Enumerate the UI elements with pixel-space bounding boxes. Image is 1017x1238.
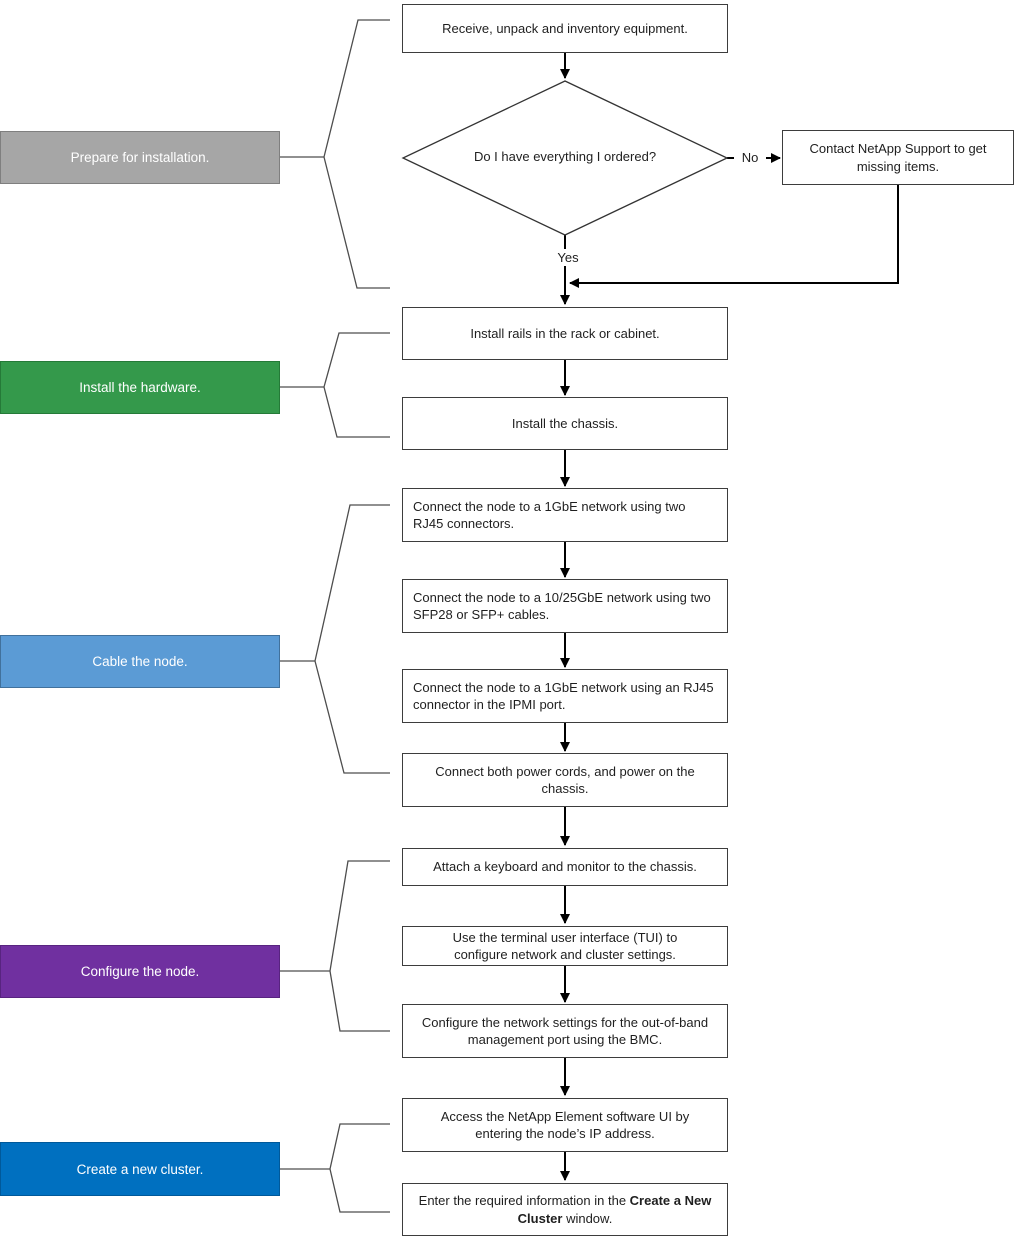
step-contact-support-text: Contact NetApp Support to get missing it… [809, 141, 987, 174]
step-enter-cluster-info-text: Enter the required information in the Cr… [412, 1192, 718, 1227]
step-install-chassis: Install the chassis. [402, 397, 728, 450]
step-contact-support: Contact NetApp Support to get missing it… [782, 130, 1014, 185]
decision-diamond [401, 80, 729, 236]
step-use-tui-text: Use the terminal user interface (TUI) to… [452, 929, 678, 963]
bracket-hardware [280, 332, 390, 438]
phase-box-prepare: Prepare for installation. [0, 131, 280, 184]
step-connect-power: Connect both power cords, and power on t… [402, 753, 728, 807]
decision-question: Do I have everything I ordered? [473, 149, 657, 164]
enter-info-prefix: Enter the required information in the [418, 1193, 630, 1208]
step-connect-10-25gbe-text: Connect the node to a 10/25GbE network u… [413, 589, 711, 623]
step-access-element-ui-text: Access the NetApp Element software UI by… [440, 1108, 690, 1142]
step-install-rails: Install rails in the rack or cabinet. [402, 307, 728, 360]
step-configure-bmc-text: Configure the network settings for the o… [421, 1014, 709, 1048]
bracket-configure [280, 860, 390, 1032]
phase-box-cable: Cable the node. [0, 635, 280, 688]
step-receive: Receive, unpack and inventory equipment. [402, 4, 728, 53]
step-use-tui: Use the terminal user interface (TUI) to… [402, 926, 728, 966]
step-access-element-ui: Access the NetApp Element software UI by… [402, 1098, 728, 1152]
phase-box-hardware: Install the hardware. [0, 361, 280, 414]
bracket-prepare [280, 19, 390, 289]
enter-info-suffix: window. [562, 1210, 613, 1226]
step-receive-text: Receive, unpack and inventory equipment. [442, 20, 688, 36]
feedback-line [569, 185, 899, 288]
phase-box-configure: Configure the node. [0, 945, 280, 998]
step-install-chassis-text: Install the chassis. [511, 415, 619, 431]
step-connect-power-text: Connect both power cords, and power on t… [435, 763, 695, 797]
bracket-cluster [280, 1123, 390, 1213]
step-attach-keyboard: Attach a keyboard and monitor to the cha… [402, 848, 728, 886]
step-install-rails-text: Install rails in the rack or cabinet. [470, 325, 660, 341]
step-configure-bmc: Configure the network settings for the o… [402, 1004, 728, 1058]
step-attach-keyboard-text: Attach a keyboard and monitor to the cha… [433, 859, 697, 875]
phase-box-cluster: Create a new cluster. [0, 1142, 280, 1196]
step-connect-ipmi-text: Connect the node to a 1GbE network using… [413, 679, 714, 713]
step-connect-ipmi: Connect the node to a 1GbE network using… [402, 669, 728, 723]
enter-info-bold: Create a New Cluster [517, 1193, 712, 1226]
yes-label: Yes [548, 249, 588, 266]
no-label: No [734, 149, 766, 166]
bracket-cable [280, 504, 390, 774]
step-connect-10-25gbe: Connect the node to a 10/25GbE network u… [402, 579, 728, 633]
step-connect-1gbe-text: Connect the node to a 1GbE network using… [413, 498, 686, 532]
step-connect-1gbe: Connect the node to a 1GbE network using… [402, 488, 728, 542]
step-enter-cluster-info: Enter the required information in the Cr… [402, 1183, 728, 1236]
